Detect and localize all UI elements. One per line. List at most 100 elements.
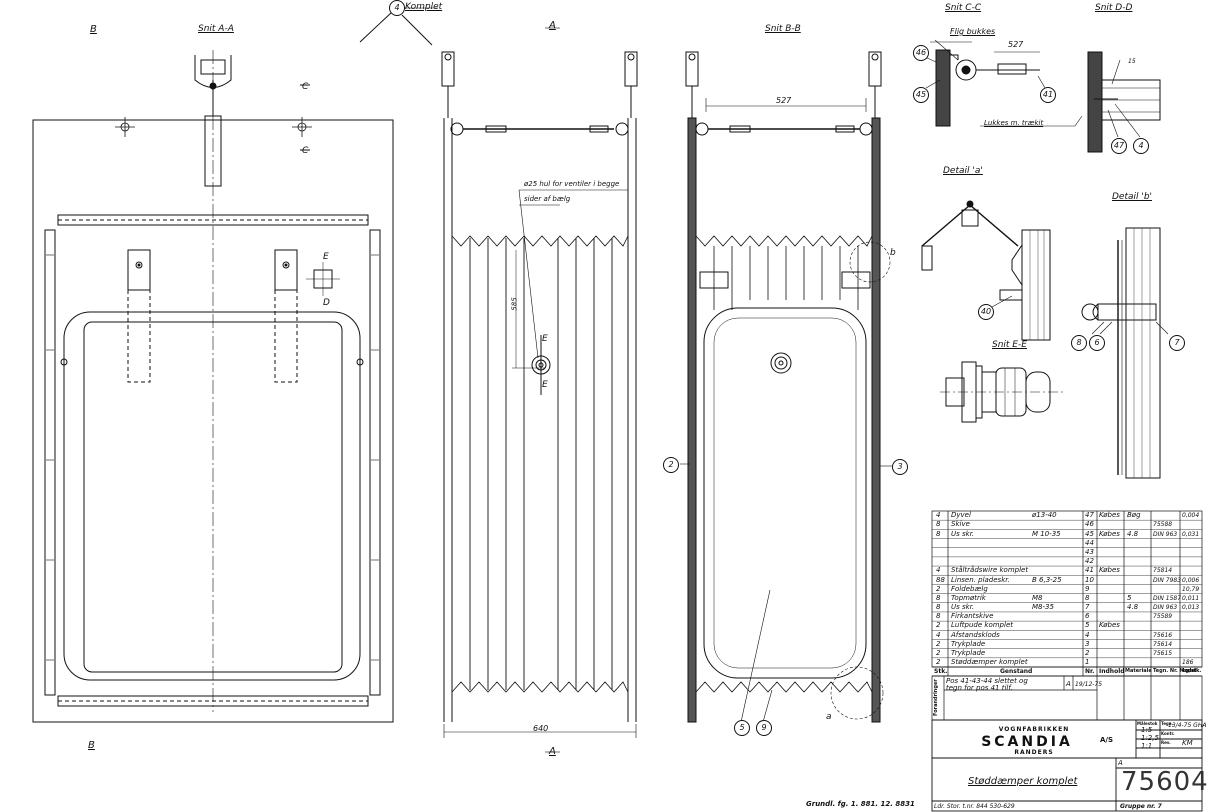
parts-cell-wt: 0,013 (1182, 604, 1200, 612)
parts-cell-ref: DIN 963 (1153, 530, 1178, 538)
parts-cell-qty: 2 (936, 639, 941, 648)
detail-a-view (921, 200, 1051, 341)
parts-cell-wt: 0,004 (1182, 512, 1200, 520)
part-bubble-47: 47 (1111, 138, 1127, 154)
parts-cell-note: 5 (1127, 593, 1132, 602)
parts-cell-qty: 8 (936, 520, 941, 529)
parts-cell-pos: 2 (1085, 648, 1090, 657)
parts-cell-pos: 44 (1085, 538, 1094, 547)
parts-cell-pos: 10 (1085, 575, 1094, 584)
view-label-e-a: E (323, 252, 329, 262)
scale-label: Målestok (1137, 721, 1158, 726)
header-ref: Tegn. Nr. Model (1153, 668, 1197, 674)
part-bubble-5: 5 (734, 720, 750, 736)
view-label-a-top: A (549, 20, 556, 31)
part-bubble-1: 4 (389, 0, 405, 16)
parts-cell-qty: 8 (936, 529, 941, 538)
parts-cell-wt: 0,006 (1182, 576, 1200, 584)
parts-cell-pos: 4 (1085, 630, 1090, 639)
parts-cell-ref: 75614 (1153, 640, 1173, 648)
revision-date: 19/12-75 (1075, 681, 1103, 688)
parts-cell-wt: 10,79 (1182, 585, 1200, 593)
part-bubble-46: 46 (913, 45, 929, 61)
view-side-a (441, 27, 638, 753)
section-dd-title: Snit D-D (1095, 3, 1133, 13)
parts-cell-mat: Købes (1099, 511, 1120, 520)
scale-value-1: 1:5 (1141, 726, 1153, 734)
footer-right: Gruppe nr. 7 (1120, 803, 1162, 810)
komplet-label: Komplet (405, 2, 443, 12)
part-bubble-8: 8 (1071, 335, 1087, 351)
dimension-527-bb: 527 (776, 96, 792, 105)
parts-cell-desc: Foldebælg (951, 584, 988, 593)
header-pos: Nr. (1085, 668, 1095, 675)
dimension-640: 640 (533, 724, 549, 733)
parts-cell-mat: Købes (1099, 529, 1120, 538)
company-name: SCANDIA (981, 734, 1073, 750)
parts-cell-mat: Købes (1099, 566, 1120, 575)
footer-left: Ldr. Stor. t.nr. 844 530-629 (934, 803, 1015, 810)
parts-cell-ref: DIN 1587 (1153, 594, 1182, 602)
vent-hole-note-1: ø25 hul for ventiler i begge (524, 180, 620, 188)
parts-cell-desc: Afstandsklods (951, 630, 1000, 639)
rev-initials: KM (1182, 739, 1193, 747)
dimension-527-cc: 527 (1008, 40, 1024, 49)
parts-cell-pos: 7 (1085, 603, 1090, 612)
part-bubble-9: 9 (756, 720, 772, 736)
lukkes-label: Lukkes m. trækit (984, 119, 1044, 127)
view-section-cc (924, 39, 1083, 127)
part-bubble-6: 6 (1089, 335, 1105, 351)
parts-cell-spec: ø13-40 (1032, 511, 1057, 520)
parts-cell-desc: Trykplade (951, 639, 986, 648)
header-note: Materiale (1125, 668, 1152, 674)
parts-cell-ref: 75814 (1153, 567, 1173, 575)
parts-cell-spec: M8-35 (1032, 603, 1054, 612)
part-bubble-45: 45 (913, 87, 929, 103)
part-bubble-2: 2 (663, 457, 679, 473)
parts-list-row-lines (932, 519, 1202, 659)
parts-cell-qty: 88 (936, 575, 945, 584)
parts-cell-pos: 46 (1085, 520, 1094, 529)
parts-cell-note: Bøg (1127, 511, 1141, 520)
parts-cell-qty: 2 (936, 648, 941, 657)
parts-cell-pos: 3 (1085, 639, 1090, 648)
dimension-585: 585 (510, 297, 519, 311)
komplet-leader (359, 7, 438, 46)
header-desc: Genstand (1000, 668, 1033, 675)
parts-cell-desc: Us skr. (951, 603, 975, 612)
parts-cell-spec: M8 (1032, 593, 1043, 602)
header-mat: Indhold (1099, 668, 1125, 675)
dimension-15: 15 (1128, 58, 1136, 65)
view-section-aa (32, 50, 394, 723)
parts-cell-qty: 4 (936, 566, 941, 575)
view-label-e-c: E (542, 380, 548, 390)
detail-tag-b: b (890, 248, 896, 258)
revision-letter-box: A (1118, 759, 1123, 767)
parts-cell-note: 4.8 (1127, 603, 1139, 612)
stamp-note: Grundl. fg. 1. 881. 12. 8831 (806, 800, 915, 808)
parts-cell-pos: 1 (1085, 658, 1090, 667)
section-aa-title: Snit A-A (198, 24, 234, 34)
view-section-ee (940, 361, 1066, 423)
drawing-number: 75604 (1121, 767, 1209, 797)
drawn-value: 13/4-75 GHA (1168, 722, 1207, 729)
view-label-e-b: E (542, 334, 548, 344)
detail-tag-a: a (826, 712, 832, 722)
parts-cell-spec: M 10-35 (1032, 529, 1061, 538)
view-label-c-top: C (302, 82, 309, 92)
parts-cell-desc: Trykplade (951, 648, 986, 657)
parts-cell-pos: 42 (1085, 557, 1094, 566)
detail-b-title: Detail 'b' (1112, 192, 1153, 202)
company-line-1: VOGNFABRIKKEN (998, 726, 1070, 733)
scale-value-3: 1:1 (1141, 742, 1153, 750)
parts-cell-wt: 186 (1182, 659, 1194, 667)
parts-cell-note: 4.8 (1127, 529, 1139, 538)
company-city: RANDERS (1014, 749, 1054, 756)
rev-label: Rev. (1161, 740, 1171, 745)
section-cc-title: Snit C-C (945, 3, 982, 13)
company-as: A/S (1100, 736, 1114, 744)
parts-cell-qty: 8 (936, 603, 941, 612)
checked-label: Kontr. (1161, 731, 1175, 736)
parts-cell-pos: 5 (1085, 621, 1090, 630)
